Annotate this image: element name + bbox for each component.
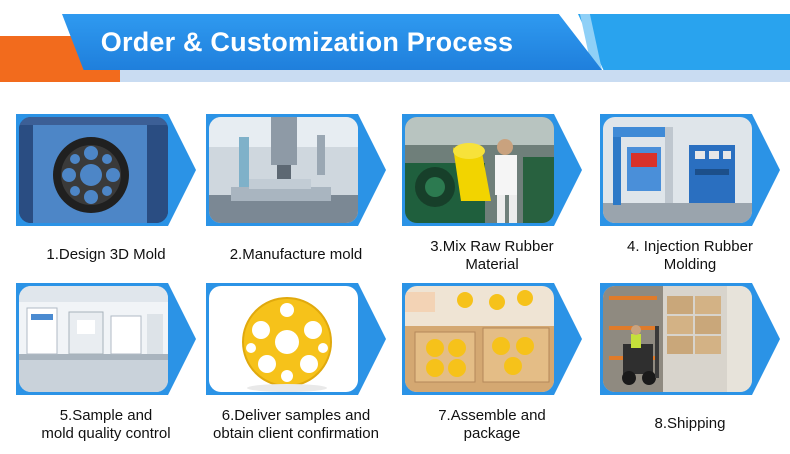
caption-line-1: 2.Manufacture mold [229, 246, 363, 263]
caption-line-1: 5.Sample and [59, 407, 153, 424]
quality-lab-photo [19, 286, 168, 392]
step-caption: 1.Design 3D Mold [6, 246, 206, 264]
caption-line-2: package [463, 425, 521, 442]
rubber-mixing-photo [405, 117, 554, 223]
caption-line-1: 3.Mix Raw Rubber [430, 238, 554, 255]
step-caption: 2.Manufacture mold [196, 246, 396, 264]
caption-line-1: 8.Shipping [654, 415, 726, 432]
packing-photo [405, 286, 554, 392]
step-caption: 8.Shipping [590, 415, 790, 433]
caption-line-1: 7.Assemble and [438, 407, 546, 424]
step-caption: 6.Deliver samples and obtain client conf… [196, 407, 396, 443]
caption-line-2: mold quality control [41, 425, 171, 442]
caption-line-2: obtain client confirmation [213, 425, 379, 442]
cad-software-photo [19, 117, 168, 223]
forklift-shipping-photo [603, 286, 752, 392]
cnc-machine-photo [209, 117, 358, 223]
caption-line-2: Molding [663, 256, 717, 273]
step-caption: 4. Injection Rubber Molding [590, 238, 790, 274]
header-banner [62, 14, 602, 70]
injection-machine-photo [603, 117, 752, 223]
caption-line-1: 1.Design 3D Mold [46, 246, 166, 263]
rubber-ball-photo [209, 286, 358, 392]
caption-line-1: 4. Injection Rubber [627, 238, 753, 255]
page-title: Order & Customization Process [100, 26, 514, 57]
caption-line-2: Material [465, 256, 519, 273]
caption-line-1: 6.Deliver samples and [221, 407, 371, 424]
header-light-stripe [120, 70, 790, 82]
step-caption: 3.Mix Raw Rubber Material [392, 238, 592, 274]
step-caption: 5.Sample and mold quality control [6, 407, 206, 443]
header-right-panel [578, 14, 790, 70]
step-caption: 7.Assemble and package [392, 407, 592, 443]
